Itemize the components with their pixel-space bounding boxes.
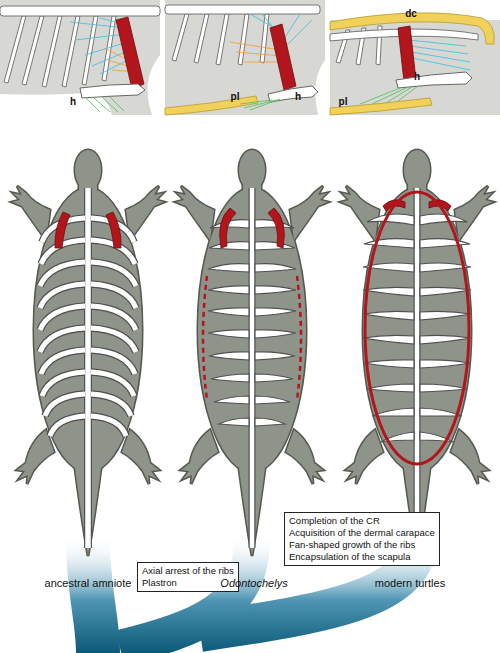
taxon-name: Odontochelys	[220, 577, 287, 589]
odontochelys-body	[255, 220, 296, 426]
trait-text: Axial arrest of the ribs	[142, 565, 234, 577]
ancestral-body	[40, 188, 136, 548]
odontochelys-body	[297, 276, 301, 400]
taxon-name: ancestral amniote	[45, 577, 132, 589]
lateral-view-modern-turtle	[330, 13, 500, 115]
taxon-name: modern turtles	[375, 577, 445, 589]
odontochelys-body	[203, 276, 207, 400]
trait-text: Encapsulation of the scapula	[289, 551, 435, 563]
lateral-view-odontochelys	[240, 99, 280, 110]
odontochelys-body	[176, 150, 328, 556]
modern-turtle-body	[363, 214, 414, 442]
bone-label: pl	[339, 96, 348, 107]
lateral-view-odontochelys	[165, 0, 325, 115]
modern-turtle-body	[415, 188, 420, 548]
ancestral-body	[106, 212, 121, 248]
lateral-view-odontochelys	[172, 14, 269, 65]
lateral-view-ancestral	[86, 97, 124, 112]
trait-text: Fan-shaped growth of the ribs	[289, 539, 435, 551]
lateral-view-modern-turtle	[330, 20, 500, 115]
modern-turtle-body	[420, 214, 471, 442]
lateral-view-ancestral	[86, 97, 124, 112]
lateral-view-modern-turtle	[396, 72, 472, 88]
lateral-view-odontochelys	[240, 99, 280, 110]
lateral-view-modern-turtle	[360, 86, 418, 104]
odontochelys-body	[176, 150, 328, 556]
ancestral-body	[88, 188, 136, 548]
lateral-view-odontochelys	[268, 86, 318, 102]
ancestral-body	[40, 188, 88, 548]
bone-label: h	[414, 71, 420, 82]
modern-turtle-body	[365, 192, 469, 464]
lateral-view-odontochelys	[165, 5, 320, 14]
lateral-view-modern-turtle	[360, 86, 418, 104]
odontochelys-body	[250, 188, 255, 548]
lateral-view-ancestral	[4, 16, 116, 87]
ancestral-body	[88, 188, 136, 548]
odontochelys-body	[208, 220, 296, 426]
odontochelys-body	[208, 220, 249, 426]
ancestral-body	[12, 150, 164, 556]
modern-turtle-body	[341, 150, 493, 556]
lateral-view-ancestral	[0, 0, 160, 115]
trait-text: Acquisition of the dermal carapace	[289, 527, 435, 539]
ancestral-body	[12, 150, 164, 556]
lateral-view-odontochelys	[165, 0, 325, 115]
odontochelys-body	[220, 208, 236, 248]
lateral-view-ancestral	[116, 17, 144, 89]
ancestral-body	[55, 212, 70, 248]
lateral-view-ancestral	[0, 0, 160, 115]
lateral-view-modern-turtle	[408, 40, 470, 70]
ancestral-body	[12, 150, 164, 556]
lateral-view-odontochelys	[270, 24, 296, 90]
trait-box: Completion of the CRAcquisition of the d…	[284, 512, 440, 566]
bone-label: h	[70, 96, 76, 107]
modern-turtle-body	[363, 214, 471, 442]
lateral-view-modern-turtle	[408, 40, 470, 70]
odontochelys-body	[176, 150, 328, 556]
ancestral-body	[40, 188, 88, 548]
modern-turtle-body	[341, 150, 493, 556]
trait-text: Plastron	[142, 577, 234, 589]
modern-turtle-body	[341, 150, 493, 556]
bone-label: h	[295, 91, 301, 102]
lateral-view-odontochelys	[165, 5, 320, 65]
lateral-view-ancestral	[0, 6, 160, 16]
lateral-view-ancestral	[80, 84, 145, 98]
lateral-view-modern-turtle	[398, 26, 416, 82]
bone-label: dc	[405, 8, 417, 19]
ancestral-body	[40, 188, 136, 548]
bone-label: pl	[231, 91, 240, 102]
lateral-view-odontochelys	[165, 96, 258, 115]
trait-text: Completion of the CR	[289, 515, 435, 527]
odontochelys-body	[268, 208, 284, 248]
phylogeny-branch	[88, 540, 98, 653]
